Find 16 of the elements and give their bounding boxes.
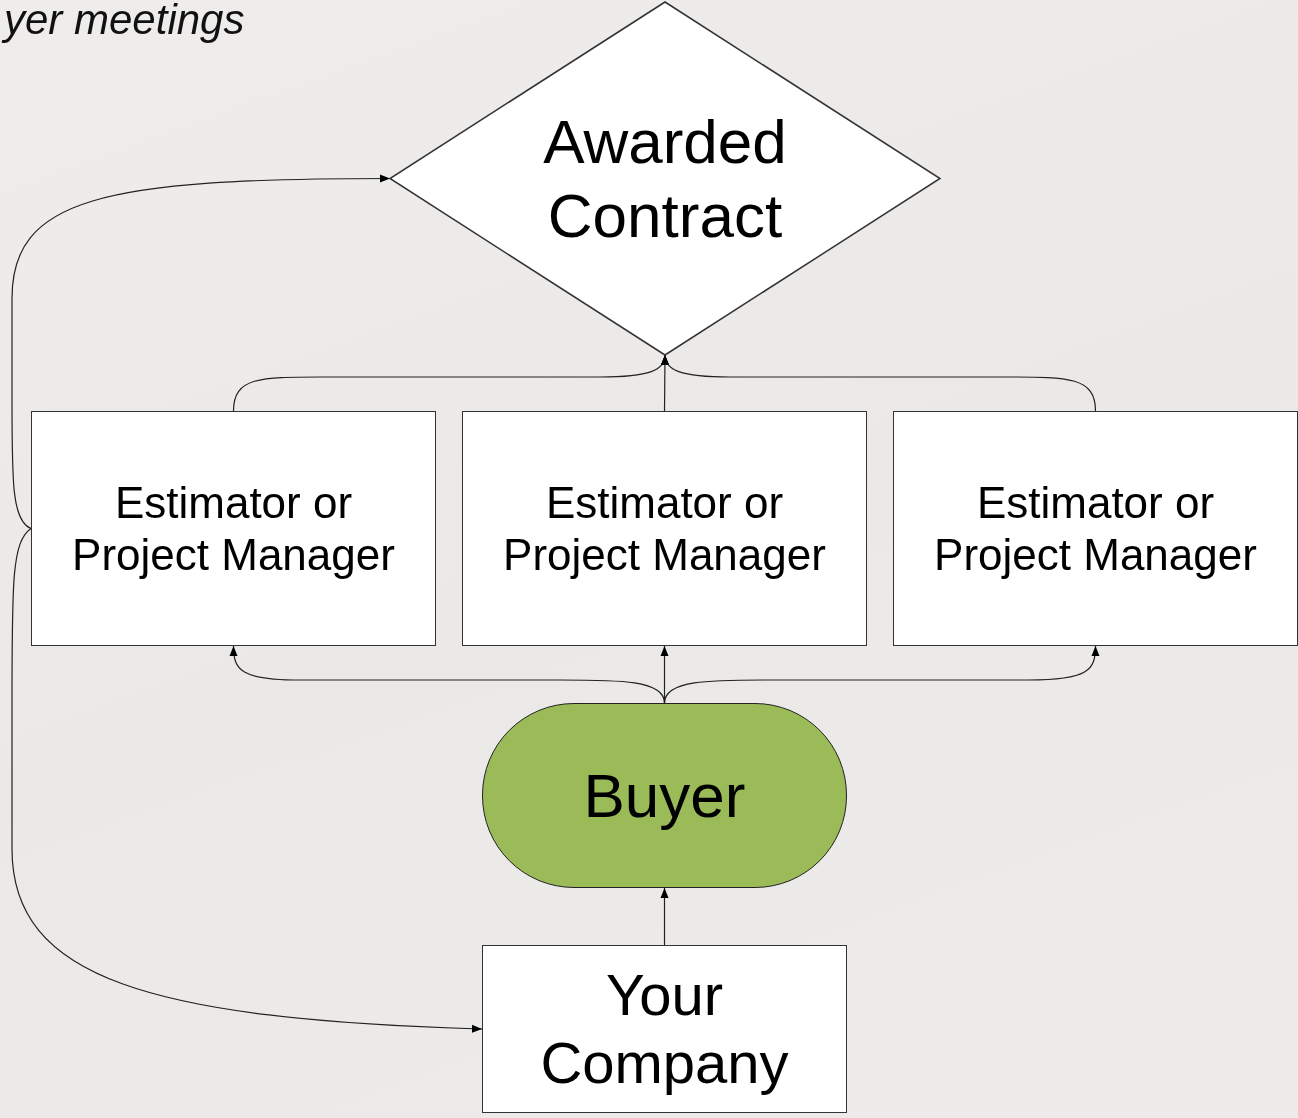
node-label: Your Company: [539, 960, 790, 1097]
connector-arrow: [663, 645, 1100, 704]
decision-diamond: [390, 2, 940, 355]
node-label: Awarded Contract: [542, 106, 788, 252]
node-label: Buyer: [582, 759, 747, 832]
connector-arrow: [660, 887, 669, 946]
process-box: [893, 411, 1298, 646]
node-label: Estimator or Project Manager: [71, 476, 396, 581]
node-label: Estimator or Project Manager: [933, 476, 1258, 581]
connector-arrow: [11, 527, 483, 1033]
process-box: [31, 411, 436, 646]
connector-arrow: [11, 174, 391, 530]
process-box: [462, 411, 867, 646]
connector-arrow: [661, 354, 1097, 412]
node-label: Estimator or Project Manager: [502, 476, 827, 581]
process-box: [482, 945, 847, 1113]
